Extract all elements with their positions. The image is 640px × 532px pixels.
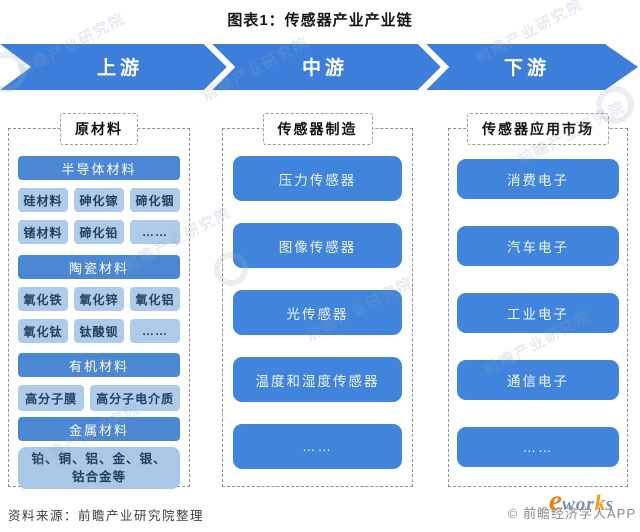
sensor-box: 图像传感器	[233, 223, 402, 268]
panel-application-market: 传感器应用市场 消费电子 汽车电子 工业电子 通信电子 ……	[448, 113, 628, 487]
stage-label-midstream: 中游	[302, 56, 348, 79]
stage-label-downstream: 下游	[504, 56, 550, 79]
application-box: 工业电子	[457, 293, 619, 333]
stage-ribbon: 上游 中游 下游	[0, 44, 638, 90]
ribbon-separator-1	[203, 44, 236, 90]
material-chip: 碲化铟	[130, 188, 180, 212]
material-chip: 氧化锌	[74, 287, 124, 311]
ribbon-shape	[0, 44, 638, 90]
application-box: 通信电子	[457, 360, 619, 400]
material-chip: 砷化镓	[74, 188, 124, 212]
section-bar-metal: 金属材料	[18, 417, 180, 441]
section-bar-ceramic: 陶瓷材料	[18, 255, 180, 279]
panel-raw-materials: 原材料 半导体材料 硅材料 砷化镓 碲化铟 锗材料 碲化铅 …… 陶瓷材料 氧化…	[8, 113, 190, 490]
sensor-box: 温度和湿度传感器	[233, 357, 402, 402]
section-bar-organic: 有机材料	[18, 353, 180, 377]
raw-materials-stack: 半导体材料 硅材料 砷化镓 碲化铟 锗材料 碲化铅 …… 陶瓷材料 氧化铁 氧化…	[9, 129, 189, 490]
panel-header-sensor-manufacturing: 传感器制造	[262, 113, 373, 145]
material-chip: 氧化铝	[130, 287, 180, 311]
panel-sensor-manufacturing: 传感器制造 压力传感器 图像传感器 光传感器 温度和湿度传感器 ……	[222, 113, 413, 487]
material-chip: 高分子膜	[18, 385, 85, 411]
section-bar-semiconductor: 半导体材料	[18, 156, 180, 180]
material-chip: 氧化钛	[18, 319, 68, 343]
sensor-box: ……	[233, 424, 402, 469]
application-box: 汽车电子	[457, 226, 619, 266]
chip-row: 锗材料 碲化铅 ……	[18, 220, 180, 244]
application-box: 消费电子	[457, 159, 619, 199]
material-chip: 硅材料	[18, 188, 68, 212]
application-box: ……	[457, 427, 619, 467]
material-chip: ……	[130, 319, 180, 343]
sensor-box: 光传感器	[233, 290, 402, 335]
material-chip: 钛酸钡	[74, 319, 124, 343]
material-chip: 高分子电介质	[90, 385, 180, 411]
source-note: 资料来源：前瞻产业研究院整理	[8, 509, 205, 523]
ribbon-separator-2	[417, 44, 450, 90]
footer-watermark: © 前瞻经济学人APP	[507, 506, 636, 521]
chip-row: 硅材料 砷化镓 碲化铟	[18, 188, 180, 212]
material-chip: 氧化铁	[18, 287, 68, 311]
panel-header-application-market: 传感器应用市场	[467, 113, 609, 145]
sensor-box: 压力传感器	[233, 156, 402, 201]
panel-header-raw-materials: 原材料	[60, 113, 138, 145]
material-chip: ……	[130, 220, 180, 244]
material-chip: 碲化铅	[74, 220, 124, 244]
chip-row: 高分子膜 高分子电介质	[18, 385, 180, 411]
figure-title: 图表1：传感器产业产业链	[227, 12, 413, 29]
metal-materials-chip: 铂、铜、铝、金、银、钴合金等	[18, 447, 180, 490]
chip-row: 氧化铁 氧化锌 氧化铝	[18, 287, 180, 311]
material-chip: 锗材料	[18, 220, 68, 244]
chip-row: 氧化钛 钛酸钡 ……	[18, 319, 180, 343]
stage-label-upstream: 上游	[97, 56, 143, 79]
